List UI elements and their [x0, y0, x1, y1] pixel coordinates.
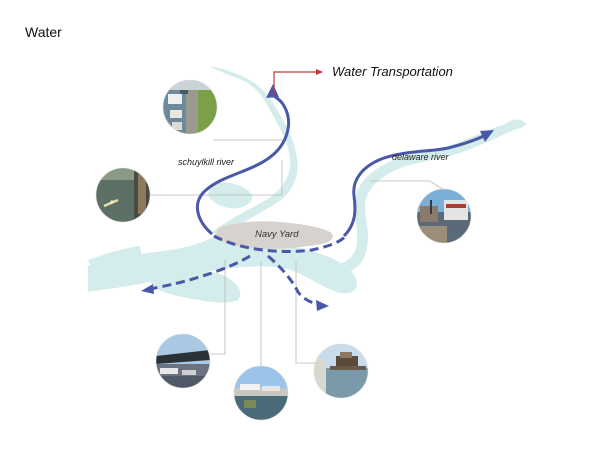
- water-transportation-pointer: [273, 69, 323, 96]
- leader-6: [295, 262, 316, 364]
- leader-3: [370, 180, 445, 191]
- route-arrowhead-schuylkill: [266, 84, 279, 98]
- leader-4: [210, 260, 226, 355]
- schuylkill-river-upper: [209, 66, 298, 238]
- left-channel: [88, 246, 142, 268]
- route-arrowhead-west: [141, 284, 154, 294]
- navy-yard-area: [216, 221, 333, 249]
- photo-waterfront-ferries: [417, 189, 471, 243]
- route-arrowhead-delaware: [480, 130, 494, 142]
- confluence-lower-lobe: [149, 270, 241, 303]
- solid-route-schuylkill: [196, 92, 290, 236]
- delaware-river: [318, 122, 522, 277]
- navy-yard-label: Navy Yard: [255, 229, 299, 240]
- schuylkill-river-label: schuylkill river: [178, 157, 235, 167]
- leader-lines: [150, 139, 445, 366]
- dashed-route-west: [145, 254, 251, 292]
- photo-ship-terminal: [156, 334, 210, 388]
- photo-rowing-on-river: [96, 168, 150, 222]
- leader-2: [150, 160, 283, 196]
- page-title: Water: [25, 24, 62, 40]
- route-arrowhead-south: [316, 300, 329, 311]
- water-bodies: [88, 66, 526, 303]
- dashed-route-navy-yard: [213, 234, 348, 253]
- dashed-route-south: [267, 254, 323, 307]
- delaware-river-label: delaware river: [392, 152, 449, 162]
- water-transportation-heading: Water Transportation: [332, 64, 453, 79]
- delaware-river-head: [505, 119, 526, 130]
- dashed-routes: [145, 234, 348, 307]
- solid-route-delaware: [342, 132, 489, 238]
- photo-boats-docked-at-pier: [163, 80, 217, 134]
